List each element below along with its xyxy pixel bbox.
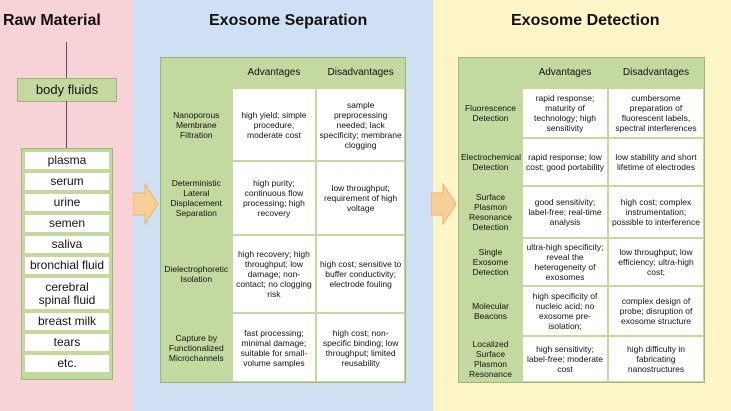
fluid-item: semen xyxy=(25,215,109,232)
advantages-cell: high yield; simple procedure; moderate c… xyxy=(231,88,317,161)
table-row: Electrochemical Detection rapid response… xyxy=(459,138,704,186)
fluid-item: serum xyxy=(25,173,109,190)
table-row: Surface Plasmon Resonance Detection good… xyxy=(459,186,704,238)
body-fluids-box: body fluids xyxy=(17,78,117,102)
method-label: Dielectrophoretic Isolation xyxy=(161,235,232,313)
separation-title: Exosome Separation xyxy=(209,12,368,29)
advantages-cell: high purity; continuous flow processing;… xyxy=(231,161,317,235)
method-label: Single Exosome Detection xyxy=(459,238,522,286)
disadvantages-cell: low throughput; low efficiency; ultra-hi… xyxy=(608,238,704,286)
disadvantages-cell: high cost; non-specific binding; low thr… xyxy=(316,313,405,382)
table-header-row: Advantages Disadvantages xyxy=(459,58,704,88)
fluid-item: urine xyxy=(25,194,109,211)
fluid-item: etc. xyxy=(25,355,109,372)
table-row: Molecular Beacons high specificity of nu… xyxy=(459,286,704,336)
advantages-cell: high recovery; high throughput; low dama… xyxy=(231,235,317,313)
disadvantages-cell: high cost; complex instrumentation; poss… xyxy=(608,186,704,238)
advantages-cell: rapid response; low cost; good portabili… xyxy=(522,138,608,186)
fluid-item: plasma xyxy=(25,152,109,169)
table-row: Localized Surface Plasmon Resonance high… xyxy=(459,336,704,382)
method-label: Surface Plasmon Resonance Detection xyxy=(459,186,522,238)
raw-material-title: Raw Material xyxy=(3,12,101,29)
table-header-row: Advantages Disadvantages xyxy=(161,58,405,88)
method-label: Localized Surface Plasmon Resonance xyxy=(459,336,522,382)
method-label: Capture by Functionalized Microchannels xyxy=(161,313,232,382)
table-row: Capture by Functionalized Microchannels … xyxy=(161,313,405,382)
advantages-cell: fast processing; minimal damage; suitabl… xyxy=(231,313,317,382)
connector-line-bottom xyxy=(66,101,67,148)
method-label: Fluorescence Detection xyxy=(459,88,522,138)
method-label: Molecular Beacons xyxy=(459,286,522,336)
disadvantages-cell: high difficulty in fabricating nanostruc… xyxy=(608,336,704,382)
fluid-item: cerebral spinal fluid xyxy=(25,278,109,309)
fluid-item: breast milk xyxy=(25,313,109,330)
table-row: Deterministic Lateral Displacement Separ… xyxy=(161,161,405,235)
connector-line-top xyxy=(66,42,67,78)
advantages-cell: high specificity of nucleic acid; no exo… xyxy=(522,286,608,336)
disadvantages-cell: low stability and short lifetime of elec… xyxy=(608,138,704,186)
separation-table: Advantages Disadvantages Nanoporous Memb… xyxy=(160,57,406,383)
method-label: Nanoporous Membrane Filtration xyxy=(161,88,232,161)
raw-material-panel: Raw Material body fluids plasma serum ur… xyxy=(0,0,133,411)
header-advantages: Advantages xyxy=(231,58,317,88)
header-disadvantages: Disadvantages xyxy=(608,58,704,88)
fluid-item: saliva xyxy=(25,236,109,253)
disadvantages-cell: high cost; sensitive to buffer conductiv… xyxy=(316,235,405,313)
table-row: Single Exosome Detection ultra-high spec… xyxy=(459,238,704,286)
advantages-cell: rapid response; maturity of technology; … xyxy=(522,88,608,138)
disadvantages-cell: sample preprocessing needed; lack specif… xyxy=(316,88,405,161)
table-row: Dielectrophoretic Isolation high recover… xyxy=(161,235,405,313)
header-disadvantages: Disadvantages xyxy=(316,58,405,88)
fluid-list: plasma serum urine semen saliva bronchia… xyxy=(21,148,113,380)
detection-title: Exosome Detection xyxy=(511,12,660,29)
arrow-right-icon xyxy=(133,183,159,225)
fluid-item: bronchial fluid xyxy=(25,257,109,274)
arrow-right-icon xyxy=(431,183,457,225)
advantages-cell: good sensitivity; label-free; real-time … xyxy=(522,186,608,238)
disadvantages-cell: complex design of probe; disruption of e… xyxy=(608,286,704,336)
header-advantages: Advantages xyxy=(522,58,608,88)
detection-table: Advantages Disadvantages Fluorescence De… xyxy=(458,57,705,383)
fluid-item: tears xyxy=(25,334,109,351)
method-label: Electrochemical Detection xyxy=(459,138,522,186)
disadvantages-cell: low throughput; requirement of high volt… xyxy=(316,161,405,235)
advantages-cell: high sensitivity; label-free; moderate c… xyxy=(522,336,608,382)
advantages-cell: ultra-high specificity; reveal the heter… xyxy=(522,238,608,286)
disadvantages-cell: cumbersome preparation of fluorescent la… xyxy=(608,88,704,138)
table-row: Fluorescence Detection rapid response; m… xyxy=(459,88,704,138)
method-label: Deterministic Lateral Displacement Separ… xyxy=(161,161,232,235)
table-row: Nanoporous Membrane Filtration high yiel… xyxy=(161,88,405,161)
